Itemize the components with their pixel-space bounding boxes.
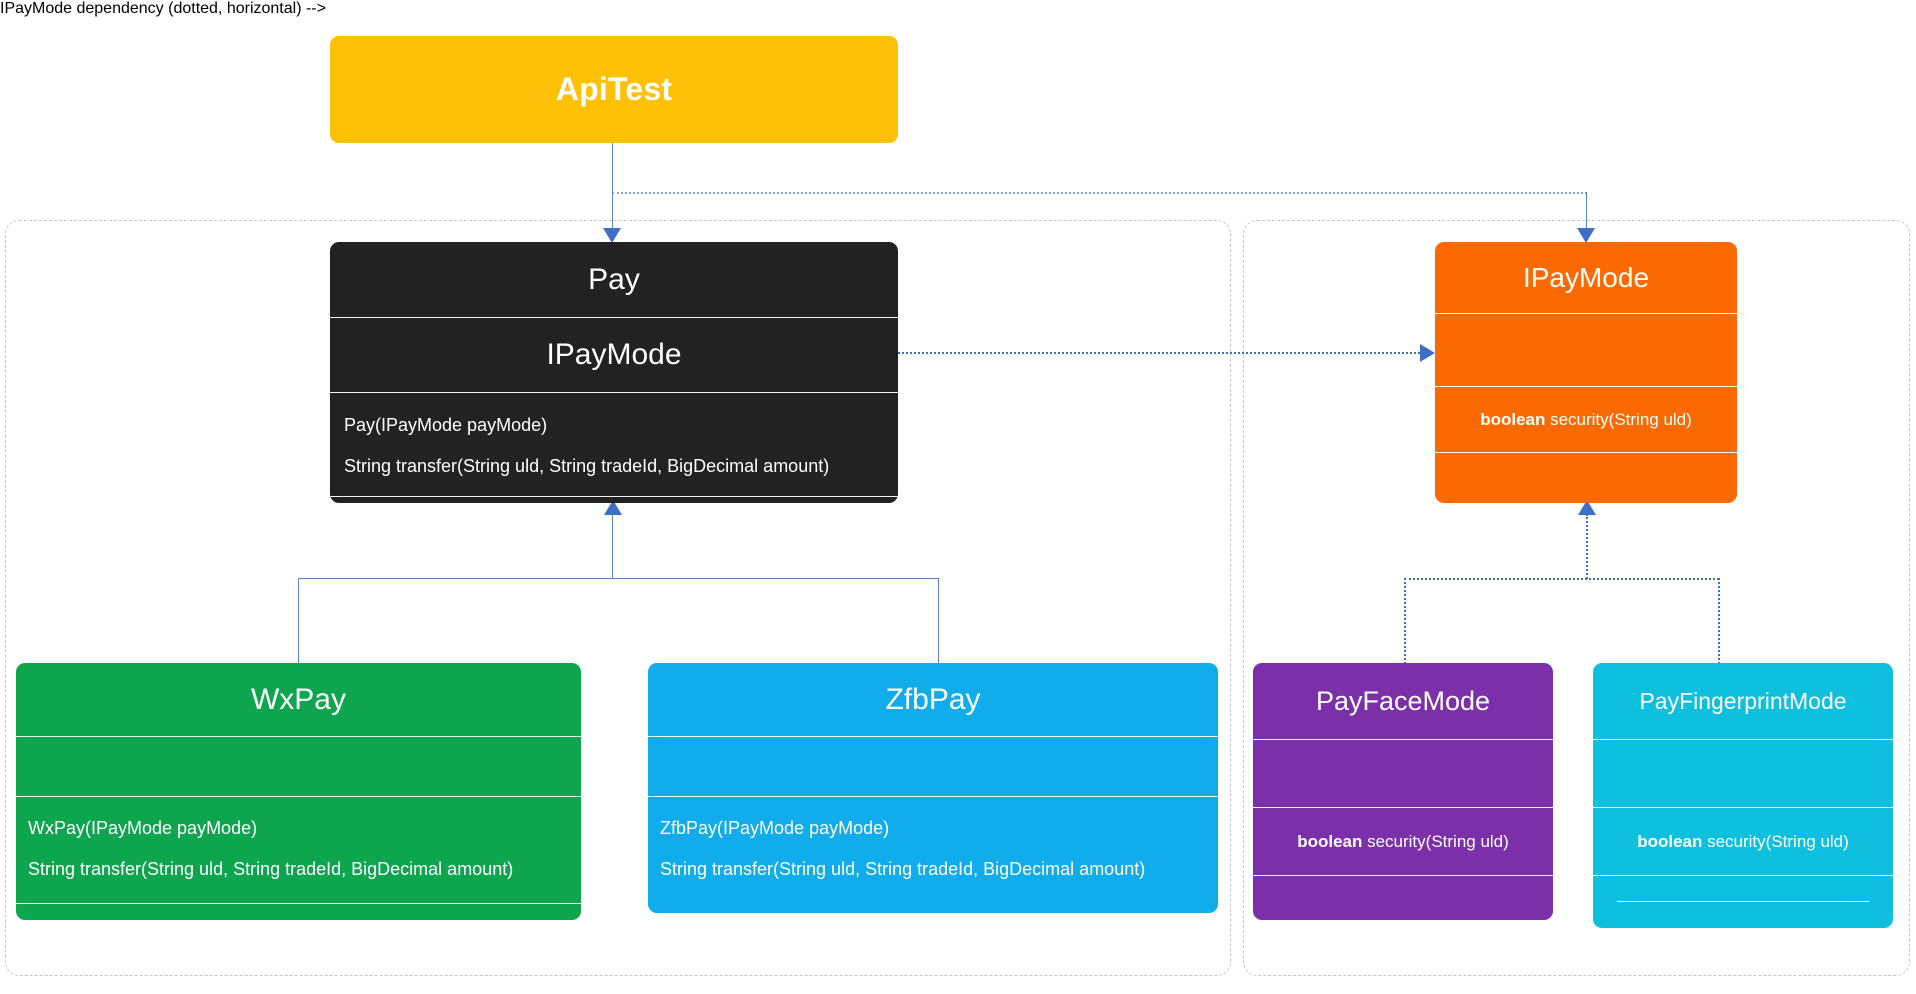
class-box-zfbpay[interactable]: ZfbPay ZfbPay(IPayMode payMode) String t… [648, 663, 1218, 913]
arrowhead-modes-to-ipaymode [1578, 500, 1596, 515]
class-methods-wxpay: WxPay(IPayMode payMode) String transfer(… [16, 796, 581, 900]
method-row: String transfer(String uld, String trade… [344, 456, 830, 476]
class-methods-pay: Pay(IPayMode payMode) String transfer(St… [330, 392, 898, 499]
paymode-implementations-group [1243, 220, 1910, 976]
connector-apitest-fork [612, 192, 1587, 194]
class-box-payfacemode[interactable]: PayFaceMode boolean security(String uld) [1253, 663, 1553, 920]
connector-pay-crossbar [298, 578, 938, 579]
connector-crossbar-to-payfingerprintmode [1718, 578, 1720, 664]
class-box-ipaymode[interactable]: IPayMode boolean security(String uld) [1435, 242, 1737, 503]
class-footer-divider-payfingerprintmode [1617, 901, 1869, 902]
class-attributes-payfacemode [1253, 739, 1553, 807]
method-row: boolean security(String uld) [1253, 832, 1553, 852]
class-footer-payfingerprintmode [1593, 875, 1893, 928]
class-title-payfacemode: PayFaceMode [1315, 685, 1491, 716]
class-title-payfingerprintmode: PayFingerprintMode [1639, 687, 1847, 714]
class-title-wxpay: WxPay [250, 682, 346, 716]
connector-apitest-to-ipaymode [1586, 192, 1587, 232]
class-title-zfbpay: ZfbPay [885, 682, 981, 716]
connector-ipaymode-crossbar [1404, 578, 1719, 580]
class-attributes-payfingerprintmode [1593, 739, 1893, 807]
method-signature: security(String uld) [1702, 831, 1849, 851]
class-attributes-zfbpay [648, 736, 1218, 796]
class-footer-divider-pay [330, 496, 898, 497]
class-methods-ipaymode: boolean security(String uld) [1435, 386, 1737, 452]
class-title-ipaymode: IPayMode [1522, 261, 1650, 293]
class-footer-divider-wxpay [16, 903, 581, 904]
arrowhead-pay-to-ipaymode [1420, 344, 1435, 362]
method-row: WxPay(IPayMode payMode) [28, 817, 258, 838]
class-methods-payfingerprintmode: boolean security(String uld) [1593, 807, 1893, 875]
method-return-type: boolean [1637, 831, 1703, 851]
class-title-pay: Pay [588, 262, 640, 296]
class-methods-payfacemode: boolean security(String uld) [1253, 807, 1553, 875]
class-box-wxpay[interactable]: WxPay WxPay(IPayMode payMode) String tra… [16, 663, 581, 920]
class-box-pay[interactable]: Pay IPayMode Pay(IPayMode payMode) Strin… [330, 242, 898, 503]
method-row: boolean security(String uld) [1435, 410, 1737, 430]
class-methods-zfbpay: ZfbPay(IPayMode payMode) String transfer… [648, 796, 1218, 900]
connector-pay-to-ipaymode [898, 352, 1428, 354]
class-attributes-pay: IPayMode [330, 317, 898, 392]
arrowhead-apitest-to-ipaymode [1577, 228, 1595, 243]
connector-crossbar-to-payfacemode [1404, 578, 1406, 664]
connector-crossbar-to-wxpay [298, 578, 299, 664]
method-row: ZfbPay(IPayMode payMode) [660, 817, 890, 838]
connector-apitest-stem [612, 143, 613, 193]
class-box-apitest[interactable]: ApiTest [330, 36, 898, 143]
arrowhead-subclasses-to-pay [604, 500, 622, 515]
connector-crossbar-to-zfbpay [938, 578, 939, 664]
method-signature: security(String uld) [1362, 831, 1509, 851]
pay-implementations-group [5, 220, 1231, 976]
arrowhead-apitest-to-pay [603, 228, 621, 243]
method-signature: security(String uld) [1545, 409, 1692, 429]
class-attributes-ipaymode [1435, 313, 1737, 386]
method-row: String transfer(String uld, String trade… [660, 858, 1146, 879]
class-box-payfingerprintmode[interactable]: PayFingerprintMode boolean security(Stri… [1593, 663, 1893, 928]
class-footer-ipaymode [1435, 452, 1737, 503]
class-title-apitest: ApiTest [555, 71, 673, 107]
method-return-type: boolean [1480, 409, 1546, 429]
connector-ipaymode-riser [1586, 514, 1588, 579]
connector-pay-riser [612, 514, 613, 579]
method-row: Pay(IPayMode payMode) [344, 415, 548, 436]
method-row: boolean security(String uld) [1593, 832, 1893, 852]
method-row: String transfer(String uld, String trade… [28, 858, 514, 879]
method-return-type: boolean [1297, 831, 1363, 851]
class-footer-payfacemode [1253, 875, 1553, 920]
class-attributes-wxpay [16, 736, 581, 796]
connector-apitest-to-pay [612, 192, 613, 232]
